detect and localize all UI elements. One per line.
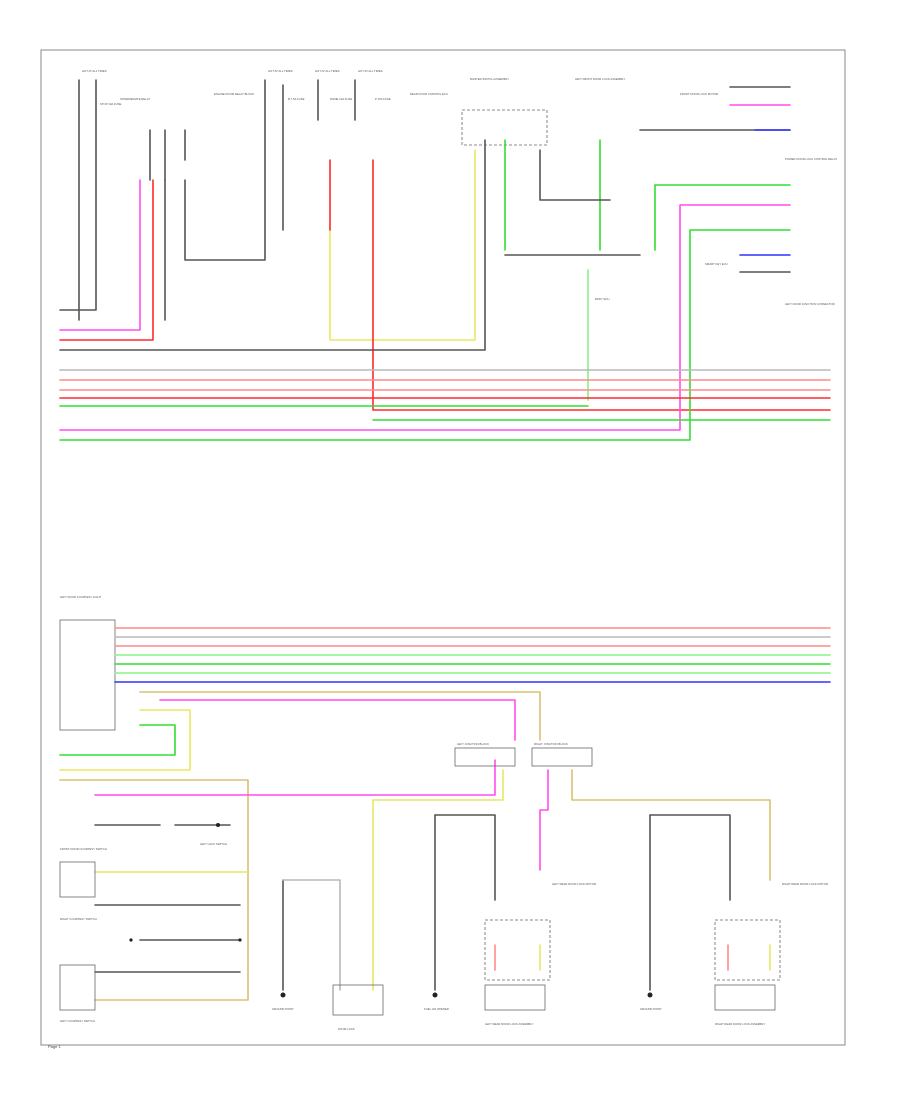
left-door-ecu-label: LEFT DOOR JUNCTION CONNECTOR	[785, 302, 835, 306]
bottom-branch-wires	[59, 691, 541, 1001]
horizontal-bus-top	[59, 369, 831, 421]
splice-dot-2	[238, 938, 242, 942]
ground-right-icon	[647, 992, 653, 998]
page-number: Page 1	[48, 1044, 61, 1049]
ground-mid-icon	[432, 992, 438, 998]
door-lock-label-1: DOOR LOCK	[338, 1027, 355, 1031]
junction-box-left	[454, 747, 516, 767]
courtesy-switch-box-2	[59, 964, 96, 1011]
splice-dot-1	[216, 823, 220, 827]
left-door-panel-label: LEFT DOOR COURTESY LIGHT	[60, 595, 101, 599]
lock-sw-label: LEFT LOCK SWITCH	[200, 842, 227, 846]
front-door-motor-label: FRONT DOOR LOCK MOTOR	[680, 92, 718, 96]
hot-at-label-2: HOT AT ALL TIMES	[268, 69, 293, 73]
hot-at-label-1: HOT AT ALL TIMES	[82, 69, 107, 73]
diagram-frame	[40, 49, 846, 1046]
left-junction-label: LEFT JUNCTION BLOCK	[457, 742, 489, 746]
junction-drops	[282, 769, 771, 991]
right-junction-label: RIGHT JUNCTION BLOCK	[534, 742, 568, 746]
master-switch-label: MASTER SWITCH ASSEMBLY	[470, 77, 509, 81]
ground-left-icon	[280, 992, 286, 998]
hot-at-label-3: HOT AT ALL TIMES	[315, 69, 340, 73]
ground-right-label: GROUND POINT	[640, 1007, 662, 1011]
left-door-panel-box	[59, 619, 116, 731]
left-front-door-label: LEFT FRONT DOOR LOCK ASSEMBLY	[575, 77, 625, 81]
courtesy-switch-box-1	[59, 861, 96, 898]
courtesy-sw-label: RIGHT COURTESY SWITCH	[60, 917, 97, 921]
right-rear-door-label: RIGHT REAR DOOR LOCK ASSEMBLY	[715, 1022, 765, 1026]
yellow-loop	[329, 149, 476, 341]
relay-wires	[59, 179, 166, 341]
stop-fuse-label: STOP 10A FUSE	[100, 102, 121, 106]
power-feeds	[59, 79, 356, 321]
smart-key-label: SMART KEY ECU	[705, 262, 728, 266]
top-right-green	[504, 129, 791, 401]
rear-door-ecu-label: REAR DOOR CONTROL ECU	[410, 92, 448, 96]
right-lock-motor-label: RIGHT REAR DOOR LOCK MOTOR	[782, 882, 828, 886]
intermediate-relay-label: INTERMEDIATE RELAY	[120, 97, 150, 101]
right-door-lock-label: POWER DOOR LOCK CONTROL RELAY	[785, 157, 837, 161]
top-right-colored	[59, 86, 791, 441]
p-fuse-label: P 15A FUSE	[375, 97, 391, 101]
lock-motors	[332, 919, 781, 1016]
horizontal-bus-bottom	[114, 627, 831, 683]
front-door-assy-label: FRONT DOOR COURTESY SWITCH	[60, 847, 107, 851]
hot-at-label-4: HOT AT ALL TIMES	[358, 69, 383, 73]
fuel-lid-label: FUEL LID OPENER	[424, 1007, 449, 1011]
black-bus-top	[59, 139, 486, 351]
ground-left-label: GROUND POINT	[272, 1007, 294, 1011]
splice-dot-3	[129, 938, 133, 942]
dome-fuse-label: DOME 10A FUSE	[330, 97, 352, 101]
junction-box-right	[531, 747, 593, 767]
left-lock-motor-label: LEFT REAR DOOR LOCK MOTOR	[552, 882, 596, 886]
b-fuse-label: B 7.5A FUSE	[288, 97, 305, 101]
courtesy-sw2-label: LEFT COURTESY SWITCH	[60, 1019, 95, 1023]
left-rear-door-label: LEFT REAR DOOR LOCK ASSEMBLY	[485, 1022, 534, 1026]
ambient-sensor-label: BODY ECU	[595, 297, 610, 301]
ecu-top-label: ENGINE ROOM RELAY BLOCK	[214, 92, 254, 96]
red-drop-2	[372, 159, 831, 411]
